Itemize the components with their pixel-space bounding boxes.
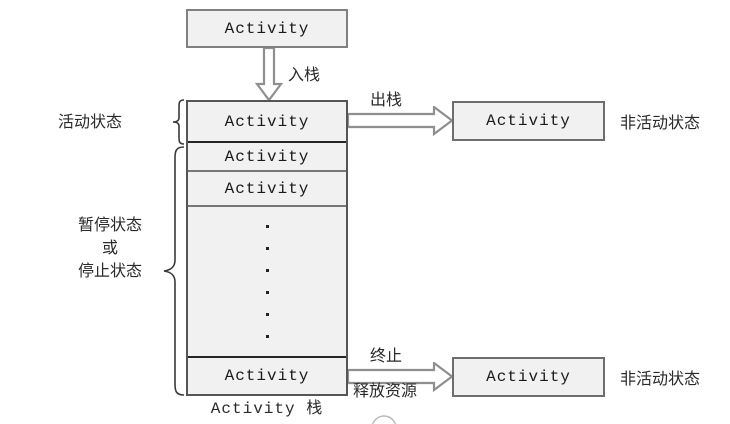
stack-cell-4-label: Activity: [224, 367, 310, 385]
terminate-state-label: 非活动状态: [620, 369, 701, 388]
pop-arrow-label: 出栈: [370, 90, 403, 109]
stack-cell-0-label: Activity: [224, 112, 310, 131]
paused-state-label-line2: 或: [101, 238, 118, 257]
stack-cell-1: Activity: [188, 143, 346, 172]
paused-state-label-line1: 暂停状态: [77, 215, 142, 234]
active-state-brace: [168, 99, 186, 145]
stack-cell-2-label: Activity: [224, 179, 310, 198]
activity-stack: Activity Activity Activity Activity: [186, 100, 348, 396]
stack-caption: Activity 栈: [210, 400, 324, 418]
stack-cell-2: Activity: [188, 172, 346, 207]
active-state-label: 活动状态: [58, 112, 123, 131]
top-activity-box: Activity: [186, 9, 348, 48]
pop-state-label: 非活动状态: [620, 113, 701, 132]
terminate-arrow: [348, 362, 454, 392]
top-activity-label: Activity: [224, 19, 310, 38]
terminate-activity-box: Activity: [452, 357, 605, 397]
paused-stopped-state-brace: [160, 146, 186, 396]
pop-activity-label: Activity: [486, 112, 571, 130]
stack-cell-4: Activity: [188, 358, 346, 394]
stack-cell-0: Activity: [188, 102, 346, 143]
stack-cell-1-label: Activity: [224, 147, 310, 166]
push-arrow-label: 入栈: [288, 65, 321, 84]
stack-cell-ellipsis: [188, 207, 346, 358]
vertical-ellipsis-icon: [265, 207, 269, 356]
terminate-arrow-label-top: 终止: [370, 346, 403, 365]
pop-arrow: [348, 106, 454, 136]
push-arrow: [255, 48, 283, 102]
partial-circle-artifact: [371, 414, 397, 424]
terminate-activity-label: Activity: [486, 368, 571, 386]
terminate-arrow-label-bottom: 释放资源: [353, 381, 418, 400]
paused-state-label-line3: 停止状态: [77, 261, 142, 280]
pop-activity-box: Activity: [452, 101, 605, 141]
